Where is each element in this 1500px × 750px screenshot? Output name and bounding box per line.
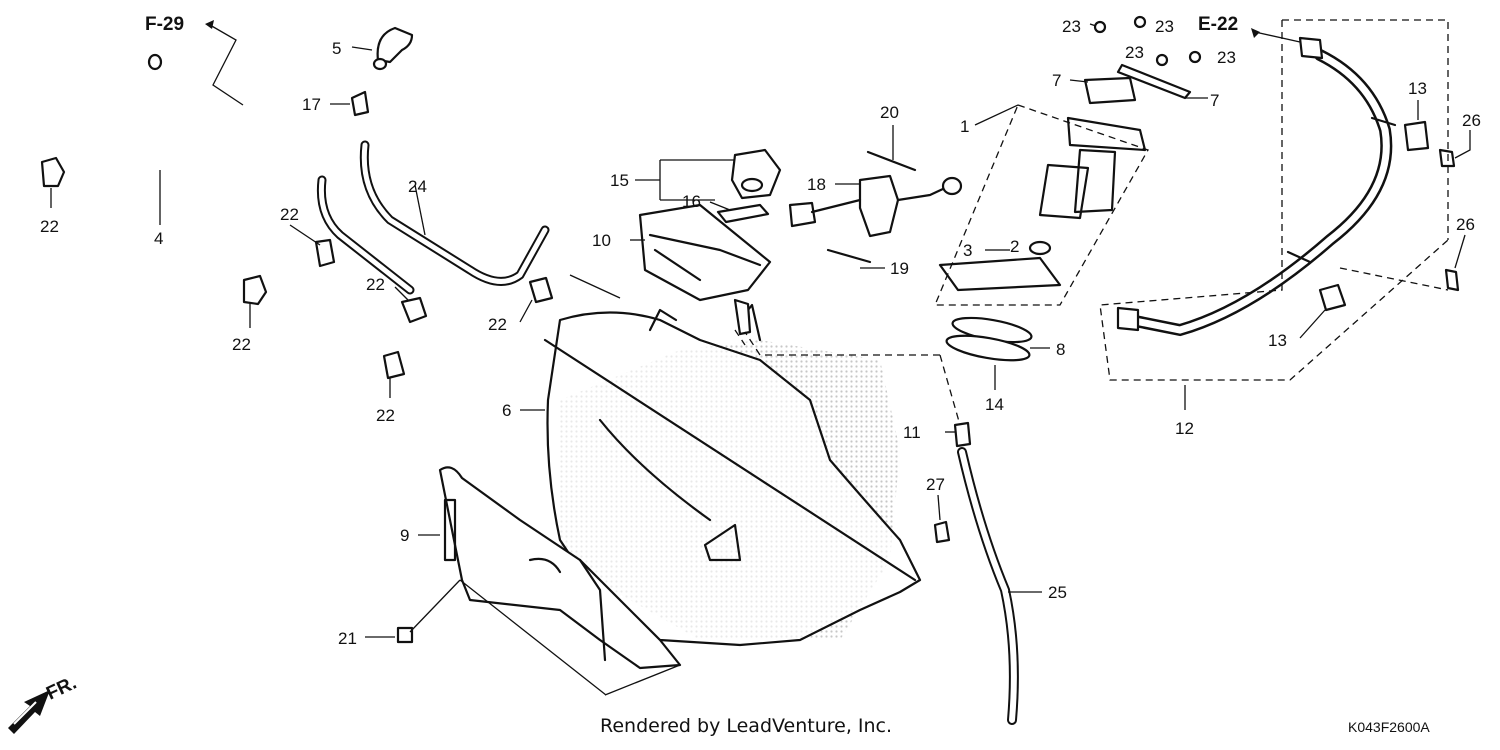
fuel-tank-6 [543,303,922,647]
callout-5: 5 [332,39,341,58]
callout-23b: 23 [1155,17,1174,36]
tube-4 [5,42,463,344]
callout-22e: 22 [376,406,395,425]
direction-label: FR. [43,673,80,705]
callout-27: 27 [926,475,945,494]
seal-8-14 [945,316,1033,362]
clamps-13 [1286,116,1430,312]
callout-24: 24 [408,177,427,196]
callout-17: 17 [302,95,321,114]
callout-8: 8 [1056,340,1065,359]
callout-21: 21 [338,629,357,648]
callout-15: 15 [610,171,629,190]
callout-14: 14 [985,395,1004,414]
callout-22b: 22 [280,205,299,224]
fuel-gauge-10 [638,203,772,336]
clip-17 [350,90,370,117]
diagram-code: K043F2600A [1348,719,1430,735]
callout-4: 4 [154,229,163,248]
callout-12: 12 [1175,419,1194,438]
callout-11: 11 [903,423,921,442]
gasket-16 [716,203,770,224]
callout-23d: 23 [1217,48,1236,67]
group-outlines [734,19,1449,426]
sender-18 [788,174,963,238]
callout-6: 6 [502,401,511,420]
callout-18: 18 [807,175,826,194]
leader-lines [50,23,1471,696]
cap-15 [730,148,782,200]
cover-9 [438,466,682,670]
callout-9: 9 [400,526,409,545]
callout-20: 20 [880,103,899,122]
callout-7b: 7 [1210,91,1219,110]
reference-arrows [205,20,1260,38]
callout-23c: 23 [1125,43,1144,62]
callout-23a: 23 [1062,17,1081,36]
callout-7a: 7 [1052,71,1061,90]
callout-22f: 22 [488,315,507,334]
cap-5 [372,26,414,71]
callout-26a: 26 [1462,111,1481,130]
gasket-20 [866,150,917,172]
footer-credit: Rendered by LeadVenture, Inc. [600,715,892,737]
hose-25 [957,447,1019,725]
callout-26b: 26 [1456,215,1475,234]
gasket-7 [1083,63,1192,105]
callout-22c: 22 [232,335,251,354]
fuel-pump-1 [938,116,1147,292]
joint-11 [953,421,972,448]
callout-16: 16 [682,192,701,211]
callout-2: 2 [1010,237,1019,256]
callout-25: 25 [1048,583,1067,602]
callout-13b: 13 [1268,331,1287,350]
gasket-19 [826,248,872,264]
front-direction-arrow [8,690,50,734]
callout-1: 1 [960,117,969,136]
callout-22a: 22 [40,217,59,236]
bolts [396,15,1460,644]
hose-24 [316,140,550,295]
callout-22d: 22 [366,275,385,294]
callout-10: 10 [592,231,611,250]
fuel-line-12 [1116,36,1393,337]
callout-19: 19 [890,259,909,278]
callout-13a: 13 [1408,79,1427,98]
reference-e22: E-22 [1198,14,1238,35]
callout-3: 3 [963,241,972,260]
reference-f29: F-29 [145,14,184,35]
clips-22 [40,156,554,380]
